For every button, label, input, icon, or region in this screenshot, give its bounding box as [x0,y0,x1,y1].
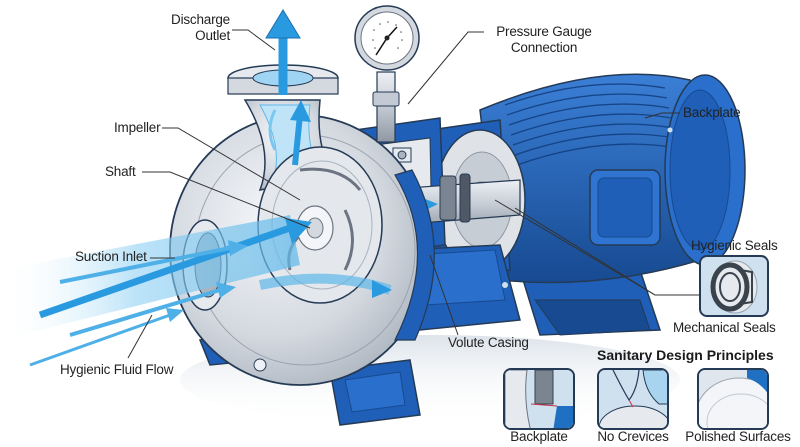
principle-thumb-backplate [503,368,575,430]
label-backplate: Backplate [683,105,741,120]
label-pressure-gauge-line2: Connection [510,40,578,55]
label-mechanical-seals: Mechanical Seals [673,320,776,335]
label-suction-inlet: Suction Inlet [75,249,147,264]
pressure-gauge [354,5,420,143]
mechanical-seal-inset [699,255,769,317]
label-pressure-gauge-connection: Pressure Gauge Connection [488,24,600,56]
principle-thumb-no-crevices [597,368,669,430]
label-impeller: Impeller [114,120,161,135]
leader-lines [127,29,700,359]
principle-thumb-polished-surfaces [697,368,769,430]
principle-label-polished-surfaces: Polished Surfaces [685,429,791,444]
principles-heading: Sanitary Design Principles [597,347,774,363]
label-discharge-outlet: Discharge Outlet [164,12,230,44]
label-hygienic-seals: Hygienic Seals [691,238,778,253]
label-discharge-outlet-line1: Discharge [171,12,230,27]
label-volute-casing: Volute Casing [448,335,529,350]
label-pressure-gauge-line1: Pressure Gauge [496,24,592,39]
fluid-flow [0,9,392,367]
principle-label-backplate: Backplate [510,429,568,444]
label-hygienic-fluid-flow: Hygienic Fluid Flow [60,362,174,377]
principle-label-no-crevices: No Crevices [597,429,669,444]
label-discharge-outlet-line2: Outlet [195,28,230,43]
label-shaft: Shaft [105,164,136,179]
